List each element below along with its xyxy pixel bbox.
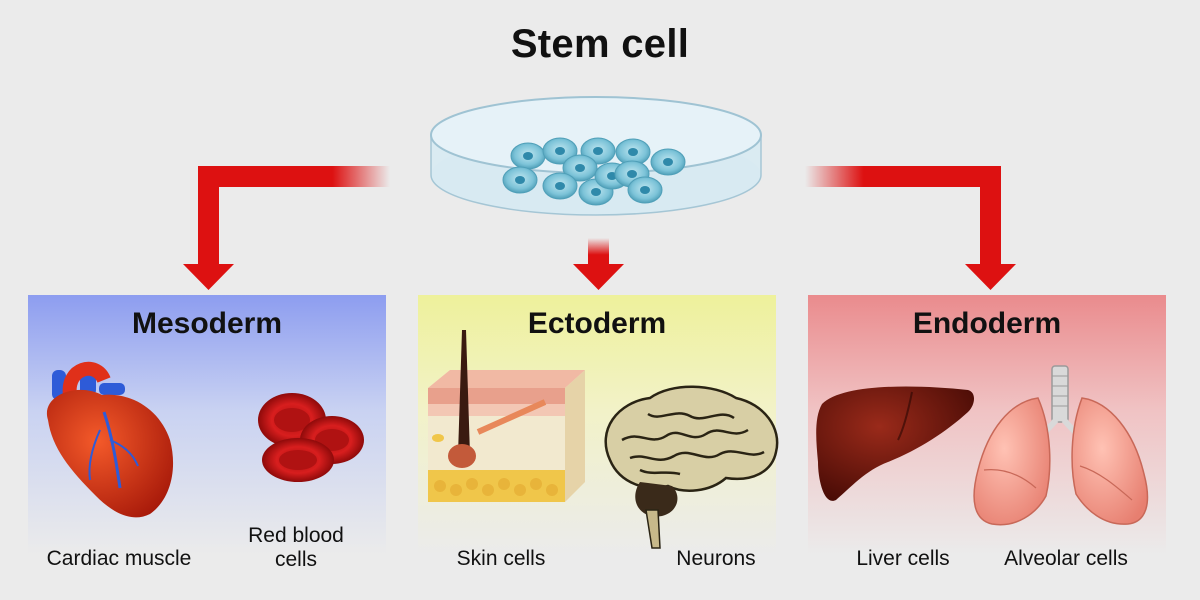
petri-dish-icon [430, 96, 762, 216]
mesoderm-title: Mesoderm [131, 307, 283, 340]
red-blood-cells-icon [258, 393, 364, 482]
arrow-to-ectoderm [573, 238, 624, 290]
stem-cells [502, 137, 686, 206]
lungs-icon [973, 365, 1149, 526]
liver-icon [816, 386, 974, 501]
arrow-to-endoderm [805, 166, 1016, 290]
label-liver-cells: Liver cells [856, 547, 950, 570]
heart-icon [46, 362, 174, 518]
diagram-title: Stem cell [510, 22, 690, 66]
endoderm-title: Endoderm [912, 307, 1062, 340]
brain-icon [604, 385, 779, 549]
label-neurons: Neurons [676, 547, 756, 570]
label-skin-cells: Skin cells [456, 547, 546, 570]
ectoderm-title: Ectoderm [527, 307, 667, 340]
label-alveolar-cells: Alveolar cells [1004, 547, 1128, 570]
label-cardiac-muscle: Cardiac muscle [46, 547, 192, 570]
label-red-blood-cells: Red blood cells [248, 524, 344, 571]
arrow-to-mesoderm [183, 166, 390, 290]
skin-section-icon [428, 330, 585, 502]
